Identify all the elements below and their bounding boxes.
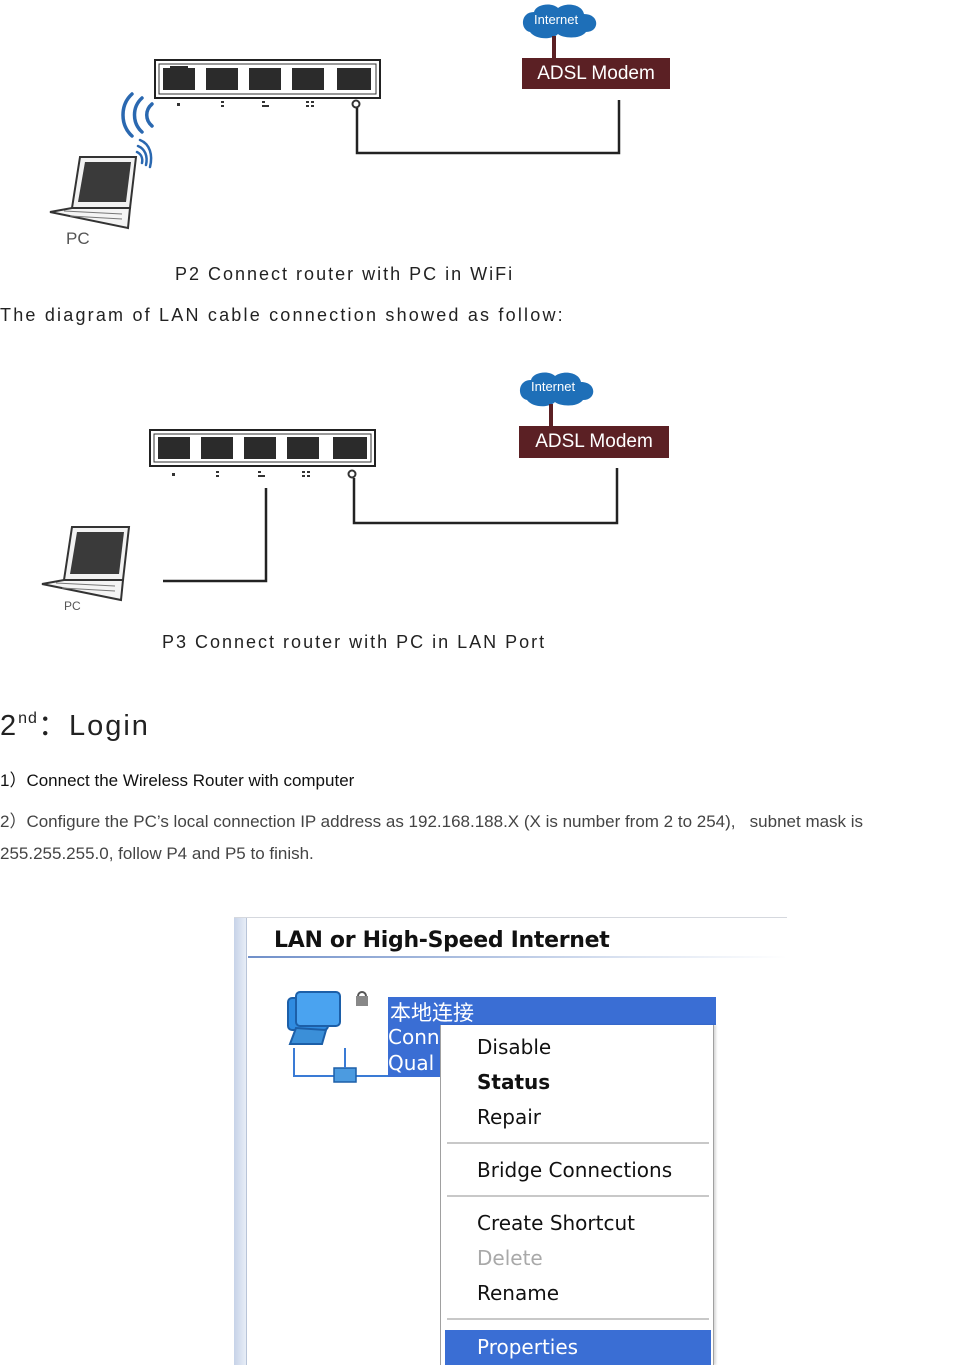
connection-status-line: Conn — [388, 1025, 440, 1051]
router-icon — [154, 59, 381, 109]
menu-item-properties[interactable]: Properties — [445, 1330, 711, 1365]
scroll-bar[interactable] — [234, 918, 247, 1365]
network-connections-screenshot: LAN or High-Speed Internet 本地连接 Conn Qua… — [234, 917, 787, 1365]
menu-item-rename[interactable]: Rename — [477, 1281, 560, 1305]
heading-separator: ： — [37, 710, 69, 742]
menu-item-status[interactable]: Status — [477, 1070, 551, 1094]
laptop-icon — [41, 526, 131, 602]
menu-item-bridge-connections[interactable]: Bridge Connections — [477, 1158, 673, 1182]
internet-cloud-icon — [519, 372, 594, 426]
section-title: LAN or High-Speed Internet — [274, 928, 610, 953]
connection-quality-line: Qual — [388, 1051, 440, 1077]
menu-separator — [447, 1195, 709, 1197]
cloud-label: Internet — [531, 379, 576, 394]
menu-item-disable[interactable]: Disable — [477, 1035, 552, 1059]
step-2-line-2: 255.255.255.0, follow P4 and P5 to finis… — [0, 844, 314, 863]
step-2: 2）Configure the PC’s local connection IP… — [0, 806, 979, 870]
pc-label: PC — [66, 229, 90, 248]
heading-title: Login — [68, 710, 150, 742]
heading-number: 2 — [0, 710, 19, 742]
step-2-line-1: 2）Configure the PC’s local connection IP… — [0, 812, 864, 831]
figure-caption-p3: P3 Connect router with PC in LAN Port — [162, 632, 547, 652]
figure-caption-p2: P2 Connect router with PC in WiFi — [175, 264, 515, 284]
connection-name[interactable]: 本地连接 — [388, 997, 716, 1025]
step-1: 1）Connect the Wireless Router with compu… — [0, 771, 355, 790]
router-icon — [149, 429, 376, 479]
section-divider — [248, 956, 787, 958]
context-menu: Disable Status Repair Bridge Connections… — [440, 1025, 714, 1365]
lan-diagram — [41, 372, 619, 602]
intro-text: The diagram of LAN cable connection show… — [0, 305, 565, 325]
wifi-signal-icon — [121, 92, 154, 138]
section-heading: 2nd：Login — [0, 702, 150, 744]
network-connection-icon[interactable] — [282, 988, 392, 1088]
menu-separator — [447, 1318, 709, 1320]
internet-cloud-icon — [522, 4, 597, 58]
laptop-icon — [49, 156, 138, 230]
menu-item-delete: Delete — [477, 1246, 543, 1270]
wan-cable — [355, 100, 621, 155]
wifi-diagram — [49, 4, 621, 230]
adsl-modem-label: ADSL Modem — [522, 58, 670, 89]
pc-label: PC — [64, 599, 81, 613]
adsl-modem-label: ADSL Modem — [519, 426, 669, 458]
lan-cable — [163, 488, 268, 583]
menu-separator — [447, 1142, 709, 1144]
menu-item-repair[interactable]: Repair — [477, 1105, 542, 1129]
cloud-label: Internet — [534, 12, 579, 27]
wan-cable — [352, 468, 619, 525]
heading-suffix: nd — [18, 710, 38, 727]
menu-item-create-shortcut[interactable]: Create Shortcut — [477, 1211, 635, 1235]
wifi-signal-small-icon — [135, 138, 153, 169]
